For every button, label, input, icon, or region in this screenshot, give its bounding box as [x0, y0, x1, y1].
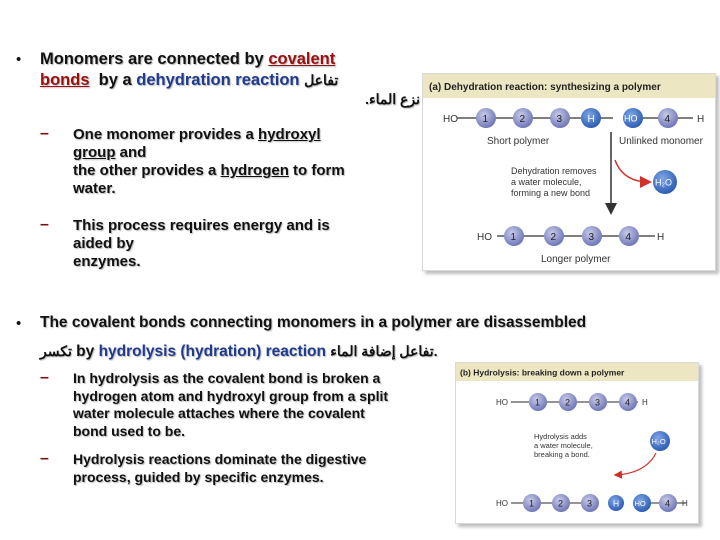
- bullet-2-line-2: تكسر by hydrolysis (hydration) reaction …: [40, 343, 438, 360]
- monomer-number: 1: [483, 114, 489, 125]
- monomer-number: 4: [665, 114, 671, 125]
- short-polymer-label: Short polymer: [487, 136, 550, 147]
- ho-label: HO: [624, 114, 638, 124]
- dehydration-diagram: (a) Dehydration reaction: synthesizing a…: [423, 74, 715, 265]
- arabic-term: تفاعل إضافة الماء.: [330, 343, 438, 359]
- figure-title-bar: [423, 74, 715, 98]
- monomer-number: 2: [551, 232, 557, 243]
- monomer-number: 4: [625, 398, 630, 408]
- monomer-number: 2: [558, 499, 563, 509]
- monomer-number: 3: [557, 114, 563, 125]
- water-arrow: [614, 159, 652, 188]
- hydrogen-atom: [608, 495, 624, 511]
- monomer-4: [619, 226, 639, 246]
- hydrogen-atom: [581, 108, 601, 128]
- monomer-number: 3: [587, 499, 592, 509]
- monomer-1: [529, 393, 547, 411]
- dehydration-note: Dehydration removes: [511, 166, 597, 176]
- monomer-3: [589, 393, 607, 411]
- monomer-2: [544, 226, 564, 246]
- hydrolysis-diagram: (b) Hydrolysis: breaking down a polymer …: [456, 363, 698, 512]
- sub-marker: –: [40, 450, 49, 467]
- monomer-3: [581, 494, 599, 512]
- arabic-term: تفاعل: [304, 72, 339, 88]
- sub-marker: –: [40, 216, 49, 233]
- water-molecule: [653, 170, 677, 194]
- hydroxyl-link[interactable]: hydroxyl: [258, 126, 321, 143]
- hydrolysis-note: a water molecule,: [534, 441, 593, 450]
- group-link[interactable]: group: [73, 144, 116, 161]
- dehydration-note: a water molecule,: [511, 177, 582, 187]
- ho-label: HO: [477, 232, 492, 243]
- monomer-4: [658, 108, 678, 128]
- hydroxyl-group: [633, 494, 651, 512]
- dehydration-figure: (a) Dehydration reaction: synthesizing a…: [422, 73, 716, 271]
- monomer-number: 1: [535, 398, 540, 408]
- arabic-break-term: تكسر: [40, 343, 72, 359]
- bullet-1-line-1: Monomers are connected by covalent: [40, 50, 336, 68]
- monomer-1: [476, 108, 496, 128]
- monomer-number: 3: [589, 232, 595, 243]
- ho-label: HO: [443, 114, 458, 125]
- monomer-number: 2: [565, 398, 570, 408]
- monomer-2: [559, 393, 577, 411]
- ho-label: HO: [496, 398, 508, 407]
- hydrolysis-note: Hydrolysis adds: [534, 432, 587, 441]
- sub-marker: –: [40, 125, 49, 142]
- h-label: H: [682, 499, 688, 508]
- bonds-link[interactable]: bonds: [40, 71, 90, 89]
- sub-marker: –: [40, 369, 49, 386]
- dehydration-note: forming a new bond: [511, 188, 590, 198]
- monomer-2: [513, 108, 533, 128]
- water-label: H₂O: [652, 437, 666, 446]
- bullet-marker: •: [16, 51, 22, 68]
- figure-title: (b) Hydrolysis: breaking down a polymer: [460, 368, 625, 378]
- monomer-number: 3: [595, 398, 600, 408]
- sub-item-hydroxyl: One monomer provides a hydroxyl group an…: [73, 126, 345, 197]
- hydrolysis-term: hydrolysis (hydration) reaction: [98, 343, 326, 360]
- unlinked-monomer-label: Unlinked monomer: [619, 136, 704, 147]
- monomer-3: [582, 226, 602, 246]
- monomer-3: [550, 108, 570, 128]
- sub-item-digestive: Hydrolysis reactions dominate the digest…: [73, 451, 367, 485]
- h-label: H: [642, 398, 648, 407]
- monomer-4: [619, 393, 637, 411]
- monomer-number: 1: [511, 232, 517, 243]
- water-label: H₂O: [655, 178, 672, 188]
- h-label: H: [697, 114, 704, 125]
- hydrogen-label: H: [588, 114, 595, 125]
- monomer-number: 4: [626, 232, 632, 243]
- sub-item-energy: This process requires energy and is aide…: [73, 217, 330, 270]
- hydrogen-label: H: [613, 499, 619, 509]
- hydrolysis-figure: (b) Hydrolysis: breaking down a polymer …: [455, 362, 699, 524]
- ho-label: HO: [496, 499, 508, 508]
- longer-polymer-label: Longer polymer: [541, 254, 611, 265]
- dehydration-term: dehydration reaction: [136, 71, 300, 89]
- ho-label: HO: [635, 499, 646, 508]
- hydrogen-link[interactable]: hydrogen: [220, 162, 289, 179]
- monomer-1: [504, 226, 524, 246]
- monomer-1: [523, 494, 541, 512]
- covalent-link[interactable]: covalent: [268, 50, 336, 68]
- sub-item-hydrolysis: In hydrolysis as the covalent bond is br…: [73, 370, 389, 439]
- monomer-4: [659, 494, 677, 512]
- monomer-number: 2: [520, 114, 526, 125]
- bullet-1-line-3: نزع الماء.: [365, 91, 420, 107]
- bullet-2-line-1: The covalent bonds connecting monomers i…: [40, 314, 587, 331]
- bullet-1-line-2: bonds by a dehydration reaction تفاعل: [40, 71, 339, 89]
- hydroxyl-group: [623, 108, 643, 128]
- bullet-marker: •: [16, 315, 22, 332]
- hydrolysis-note: breaking a bond.: [534, 450, 590, 459]
- monomer-number: 4: [665, 499, 670, 509]
- figure-title-bar: [456, 363, 698, 381]
- h-label: H: [657, 232, 664, 243]
- bullet-1-text: Monomers are connected by covalent bonds…: [40, 50, 420, 109]
- water-molecule: [650, 431, 670, 451]
- figure-title: (a) Dehydration reaction: synthesizing a…: [429, 82, 661, 93]
- monomer-number: 1: [529, 499, 534, 509]
- water-arrow: [613, 452, 657, 479]
- monomer-2: [552, 494, 570, 512]
